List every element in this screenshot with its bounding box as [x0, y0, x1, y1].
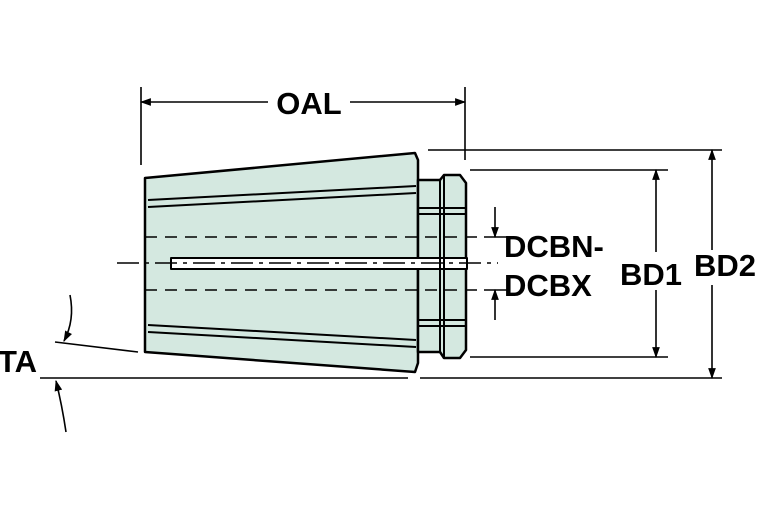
dcbn-label: DCBN- [504, 229, 604, 264]
ta-label: TA [0, 344, 37, 379]
bd2-label: BD2 [694, 248, 756, 283]
collet-detail-lines [147, 176, 466, 357]
oal-label: OAL [276, 86, 341, 121]
oal-dimension [139, 87, 467, 165]
bd1-dimension [470, 168, 668, 359]
bd1-label: BD1 [620, 257, 682, 292]
bd2-dimension [420, 148, 722, 380]
bore-hidden-lines [145, 236, 485, 291]
dcb-dimension [484, 207, 510, 320]
ta-dimension [40, 294, 408, 433]
dcbx-label: DCBX [504, 268, 592, 303]
